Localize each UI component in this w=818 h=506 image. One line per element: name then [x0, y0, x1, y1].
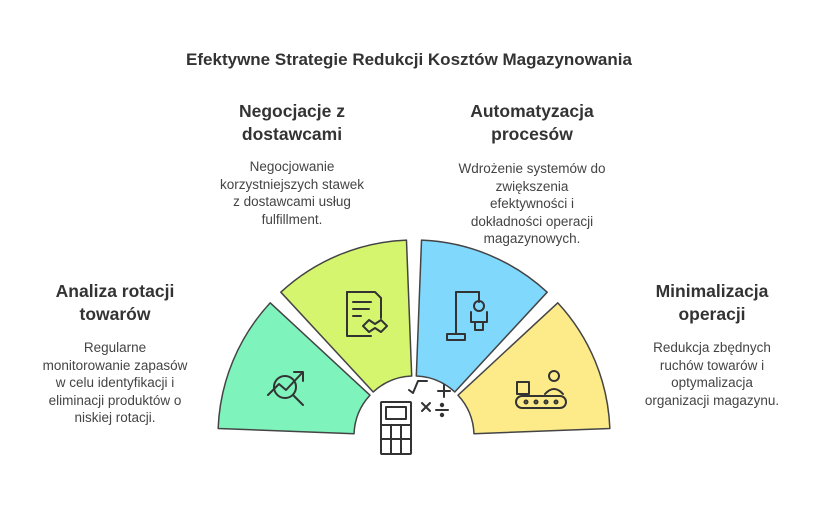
heading-analiza: Analiza rotacji towarów	[55, 281, 175, 324]
segments-layer	[217, 239, 611, 435]
description-automatyzacja: Wdrożenie systemów do zwiększenia efekty…	[458, 161, 606, 246]
segment-minimalizacja	[457, 302, 611, 435]
page-title: Efektywne Strategie Redukcji Kosztów Mag…	[186, 50, 632, 69]
heading-negocjacje: Negocjacje z dostawcami	[238, 101, 346, 144]
calculator-math-icon	[380, 380, 451, 455]
conveyor-worker-icon	[515, 370, 567, 409]
segment-automatyzacja	[415, 239, 548, 393]
heading-automatyzacja: Automatyzacja procesów	[470, 101, 594, 144]
description-negocjacje: Negocjowanie korzystniejszych stawek z d…	[219, 159, 365, 227]
description-analiza: Regularne monitorowanie zapasów w celu i…	[42, 340, 188, 425]
robot-arm-icon	[446, 291, 488, 341]
heading-minimalizacja: Minimalizacja operacji	[655, 281, 769, 324]
description-minimalizacja: Redukcja zbędnych ruchów towarów i optym…	[644, 340, 780, 408]
segment-analiza	[217, 302, 371, 435]
chart-search-icon	[267, 371, 304, 406]
contract-handshake-icon	[346, 291, 388, 337]
